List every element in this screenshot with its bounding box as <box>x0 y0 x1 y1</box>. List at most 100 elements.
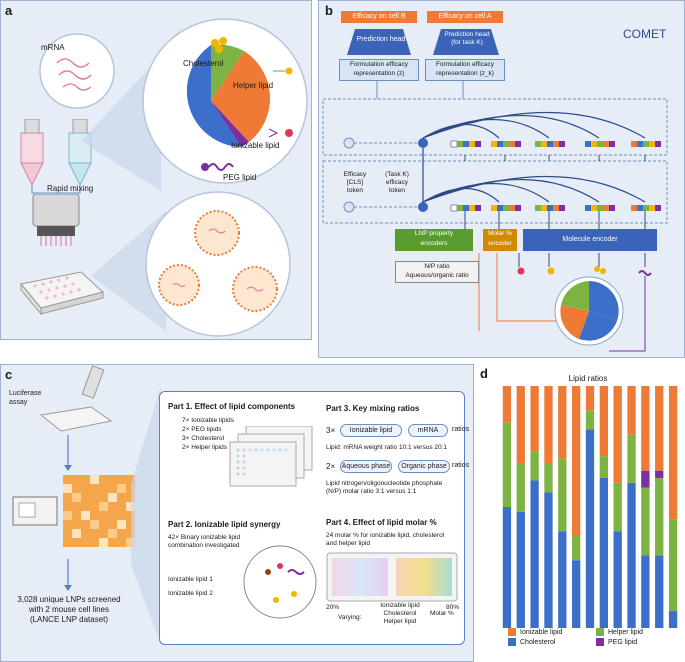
efficacy-token-line2: [CLS] <box>346 179 364 186</box>
bar-segment-helper-lipid <box>530 451 539 481</box>
bar-segment-cholesterol <box>627 482 636 628</box>
bar-segment-ionizable-lipid <box>668 386 678 520</box>
bar-segment-helper-lipid <box>544 463 553 493</box>
pie-label-cholesterol: Cholesterol <box>183 59 224 68</box>
bar-segment-ionizable-lipid <box>530 386 539 452</box>
bar-segment-ionizable-lipid <box>572 386 581 537</box>
legend-item: Ionizable lipid <box>508 628 596 636</box>
legend-swatch <box>508 628 516 636</box>
prediction-head-k-line1: Prediction head <box>444 31 490 38</box>
chart-title: Lipid ratios <box>568 374 608 383</box>
legend-label: PEG lipid <box>608 638 638 646</box>
part3-line2a: Lipid nitrogen/oligonucleotide phosphate <box>326 480 443 487</box>
bar-segment-peg-lipid <box>655 470 664 478</box>
luciferase-line1: Luciferase <box>9 390 42 397</box>
bar-segment-ionizable-lipid <box>613 386 622 483</box>
efficacy-token-label: Efficacy [CLS] token <box>335 171 375 195</box>
part4-plate <box>326 552 458 602</box>
task-k-token-line2: efficacy <box>386 179 408 186</box>
bar-segment-helper-lipid <box>641 487 650 556</box>
part3-pill-mrna: mRNA <box>408 424 448 437</box>
part4-desc-line1: 24 molar % for ionizable lipid, choleste… <box>326 532 445 539</box>
part4-right-pct: 80% <box>446 604 460 611</box>
pie-label-ionizable: Ionizable lipid <box>231 141 280 150</box>
bar-segment-helper-lipid <box>668 519 678 612</box>
task-k-token-label: (Task K) efficacy token <box>377 171 417 195</box>
luciferase-line2: assay <box>9 399 28 406</box>
lnp-particles <box>145 191 291 337</box>
part2-desc-line1: 42× Binary ionizable lipid <box>168 534 241 541</box>
part4-molar: Molar % <box>430 610 454 617</box>
bar-segment-cholesterol <box>655 555 664 628</box>
panel-c-label: c <box>5 367 13 382</box>
part1-items: 7× Ionizable lipids 2× PEG lipids 3× Cho… <box>182 416 234 452</box>
experiment-design-box: Part 1. Effect of lipid components 7× Io… <box>159 391 469 645</box>
part4-left-pct: 20% <box>326 604 340 611</box>
pie-label-peg: PEG lipid <box>223 173 257 182</box>
bar-segment-helper-lipid <box>655 477 664 556</box>
legend-item: Cholesterol <box>508 638 596 646</box>
efficacy-cell-a: Efficacy on cell A <box>427 11 503 23</box>
screening-heatmap <box>63 475 135 547</box>
molar-encoder-line1: Molar % <box>488 230 512 237</box>
part3-row1-prefix: 3× <box>326 426 336 435</box>
zoom-wedges <box>81 56 166 331</box>
lipid-composition-pie <box>142 18 308 184</box>
bar-segment-ionizable-lipid <box>599 386 608 457</box>
molar-encoder: Molar % encoder <box>483 229 517 251</box>
part1-item: 7× Ionizable lipids <box>182 417 234 424</box>
part2-desc-line2: combination investigated <box>168 542 240 549</box>
part2-lipid2: Ionizable lipid 2 <box>168 590 213 597</box>
molar-encoder-line2: encoder <box>488 240 512 247</box>
lipid-ratio-chart <box>502 386 678 628</box>
panel-b-label: b <box>325 3 333 18</box>
legend-label: Helper lipid <box>608 628 644 636</box>
panel-b: b COMET Efficacy on cell B Efficacy on c… <box>318 0 685 358</box>
screen-line3: (LANCE LNP dataset) <box>29 615 109 624</box>
legend-label: Ionizable lipid <box>520 628 563 636</box>
bar-segment-helper-lipid <box>516 463 525 512</box>
plate-reader <box>12 496 58 526</box>
part2-synergy-circle <box>243 545 317 619</box>
bar-segment-cholesterol <box>530 480 539 628</box>
part3-line2b: (N/P) molar ratio 3:1 versus 1:1 <box>326 488 417 495</box>
formulation-rep-zk-line2: representation (z_k) <box>436 70 494 77</box>
part4-var2: Cholesterol <box>383 610 417 617</box>
bar-segment-ionizable-lipid <box>627 386 636 435</box>
bar-segment-ionizable-lipid <box>544 386 553 464</box>
panel-c: c Luciferase assay 3,028 unique LNPs scr… <box>0 364 474 662</box>
lnp-encoders-line1: LNP property <box>414 230 454 237</box>
screen-line1: 3,028 unique LNPs screened <box>17 595 121 604</box>
prediction-head-k-label: Prediction head (for task K) <box>435 31 499 47</box>
bar-segment-ionizable-lipid <box>516 386 525 464</box>
prediction-head-k-line2: (for task K) <box>451 39 483 46</box>
part3-title: Part 3. Key mixing ratios <box>326 404 420 413</box>
bar-segment-ionizable-lipid <box>655 386 664 471</box>
part2-desc: 42× Binary ionizable lipid combination i… <box>168 534 240 550</box>
molecule-encoder: Molecule encoder <box>523 229 657 251</box>
efficacy-cell-b: Efficacy on cell B <box>341 11 417 23</box>
formulation-rep-z-line1: Formulation efficacy <box>349 61 409 68</box>
transformer-diagram <box>322 81 668 352</box>
formulation-rep-z-line2: representation (z) <box>353 70 405 77</box>
part4-var1: Ionizable lipid <box>380 602 420 609</box>
luciferase-label: Luciferase assay <box>9 389 41 407</box>
part4-desc: 24 molar % for ionizable lipid, choleste… <box>326 532 444 548</box>
mrna-illustration <box>39 33 115 109</box>
bar-segment-cholesterol <box>585 429 595 628</box>
bar-segment-peg-lipid <box>641 470 650 488</box>
assay-illustration <box>39 365 113 432</box>
lnp-encoders-line2: encoders <box>420 240 448 247</box>
part2-lipid1: Ionizable lipid 1 <box>168 576 213 583</box>
bar-segment-helper-lipid <box>558 458 567 532</box>
bar-segment-helper-lipid <box>599 456 608 478</box>
np-ratio: N/P ratio <box>424 263 450 270</box>
formulation-rep-zk-line1: Formulation efficacy <box>435 61 495 68</box>
bar-segment-helper-lipid <box>613 482 622 532</box>
pie-label-helper: Helper lipid <box>233 81 274 90</box>
part1-plates <box>229 426 313 487</box>
part4-variables: Ionizable lipid Cholesterol Helper lipid <box>368 602 432 626</box>
lnp-property-encoders: LNP property encoders <box>395 229 473 251</box>
part1-item: 2× PEG lipids <box>182 426 222 433</box>
